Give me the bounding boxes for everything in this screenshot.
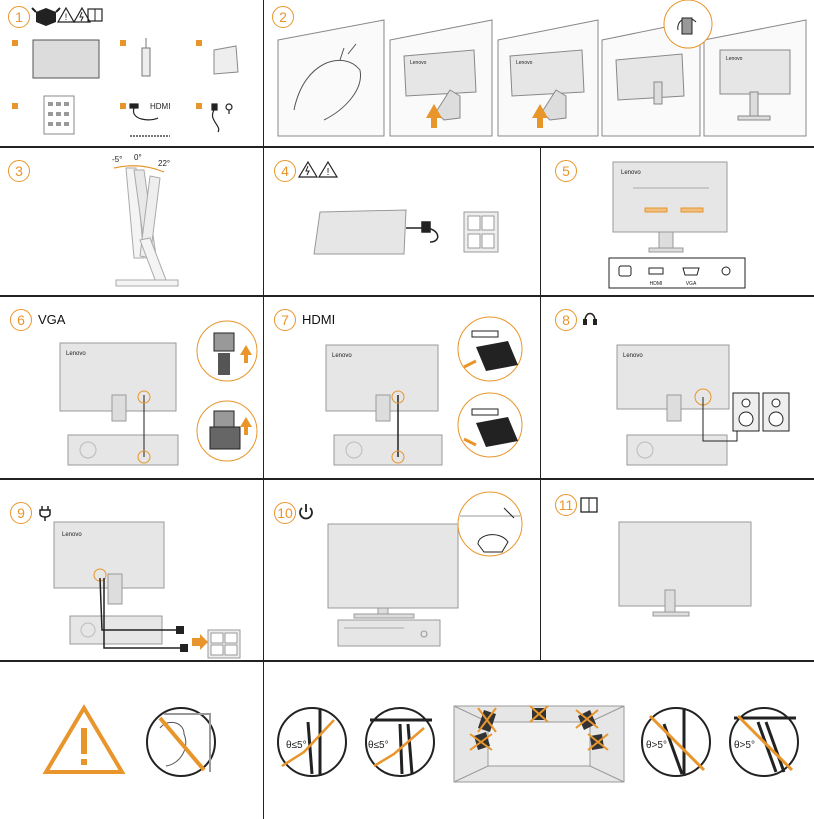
wall-outlet-illustration — [207, 629, 241, 659]
svg-text:!: ! — [327, 167, 330, 178]
tilt-ok-icon: θ≤5° — [277, 707, 347, 777]
tilt-back-label: -5° — [112, 155, 122, 164]
tilt-ok-icon: θ≤5° — [365, 707, 435, 777]
step-title: HDMI — [302, 312, 336, 327]
hdmi-connector-detail — [457, 392, 523, 458]
step-5-panel: 5 Lenovo HDMI VGA — [541, 148, 814, 295]
step-title: VGA — [38, 312, 66, 327]
angle-label: θ≤5° — [286, 740, 307, 751]
hdmi-cable-label: HDMI — [150, 102, 170, 111]
power-button-icon — [299, 504, 313, 520]
grid-line — [0, 295, 814, 297]
grid-line — [540, 148, 541, 660]
hdmi-port-icon — [648, 267, 664, 275]
electric-warning-icon — [72, 6, 92, 23]
svg-text:!: ! — [65, 12, 68, 22]
brand-logo: Lenovo — [623, 353, 643, 359]
grid-line — [0, 146, 814, 148]
port-label-vga: VGA — [686, 281, 697, 287]
brand-logo: Lenovo — [332, 353, 352, 359]
power-button-detail — [457, 491, 523, 557]
warning-icon: ! — [317, 160, 339, 178]
grid-line — [263, 0, 264, 819]
room-mounting-diagram — [453, 705, 625, 783]
step-9-panel: 9 Lenovo — [0, 480, 263, 660]
step-10-panel: 10 — [264, 480, 540, 660]
stand-illustration — [141, 38, 151, 77]
power-port-icon — [618, 265, 632, 277]
step-1-panel: 1 ! — [0, 0, 263, 146]
brand-logo: Lenovo — [410, 60, 427, 66]
box-icon — [31, 7, 61, 26]
tilt-zero-label: 0° — [134, 153, 142, 162]
step-number: 10 — [274, 502, 296, 524]
step-8-panel: 8 Lenovo — [541, 297, 814, 478]
step-number: 9 — [10, 502, 32, 524]
tilt-forward-label: 22° — [158, 159, 170, 168]
step-3-panel: 3 -5° 0° 22° — [0, 148, 263, 295]
tilt-prohibited-icon: θ>5° — [641, 707, 711, 777]
port-label-hdmi: HDMI — [650, 281, 663, 287]
brand-logo: Lenovo — [516, 60, 533, 66]
step-number: 1 — [8, 6, 30, 28]
step-number: 5 — [555, 160, 577, 182]
brand-logo: Lenovo — [66, 351, 86, 357]
power-plug-icon — [39, 506, 51, 521]
brand-logo: Lenovo — [621, 170, 641, 176]
step-number: 3 — [8, 160, 30, 182]
port-panel — [608, 257, 746, 289]
arrow-up-icon — [426, 104, 548, 128]
hand-illustration — [293, 43, 361, 121]
step-11-panel: 11 — [541, 480, 814, 660]
step-number: 7 — [274, 309, 296, 331]
hdmi-cable-illustration — [129, 103, 170, 137]
vga-connector-detail — [196, 320, 258, 382]
grid-line — [0, 660, 814, 662]
screw-detail — [663, 0, 713, 49]
manual-icon — [580, 497, 598, 513]
grid-line — [0, 478, 814, 480]
warning-icon — [42, 704, 126, 774]
vga-connector-detail — [196, 400, 258, 462]
angle-label: θ≤5° — [368, 740, 389, 751]
manual-icon — [87, 8, 103, 22]
step-6-panel: 6 VGA Lenovo — [0, 297, 263, 478]
step-number: 2 — [272, 6, 294, 28]
monitor-side-view — [115, 167, 179, 287]
headphones-icon — [583, 312, 597, 325]
step-4-panel: 4 ! — [264, 148, 540, 295]
monitor-front — [618, 521, 752, 607]
electric-warning-icon — [297, 160, 319, 178]
hdmi-connector-detail — [457, 316, 523, 382]
tilt-prohibited-icon: θ>5° — [729, 707, 799, 777]
speakers-illustration — [732, 392, 790, 432]
safety-warning-panel — [0, 662, 263, 819]
angle-label: θ>5° — [734, 740, 755, 751]
step-number: 4 — [274, 160, 296, 182]
step-2-panel: 2 Lenovo — [264, 0, 814, 146]
brand-logo: Lenovo — [62, 532, 82, 538]
power-cable-illustration — [211, 103, 233, 133]
monitor-illustration — [32, 39, 100, 79]
step-number: 6 — [10, 309, 32, 331]
step-number: 11 — [555, 494, 577, 516]
angle-label: θ>5° — [646, 740, 667, 751]
monitor-illustration — [313, 209, 407, 255]
no-touch-screen-icon — [146, 707, 216, 777]
step-number: 8 — [555, 309, 577, 331]
vga-port-icon — [682, 267, 700, 276]
power-cord — [406, 221, 439, 243]
wall-outlet-illustration — [463, 211, 499, 253]
brand-logo: Lenovo — [726, 56, 743, 62]
installation-safety-panel: θ≤5° θ≤5° — [264, 662, 814, 819]
monitor-front — [327, 523, 459, 609]
base-illustration — [213, 45, 239, 75]
audio-port-icon — [721, 266, 731, 276]
warning-icon: ! — [56, 6, 76, 23]
step-7-panel: 7 HDMI Lenovo — [264, 297, 540, 478]
